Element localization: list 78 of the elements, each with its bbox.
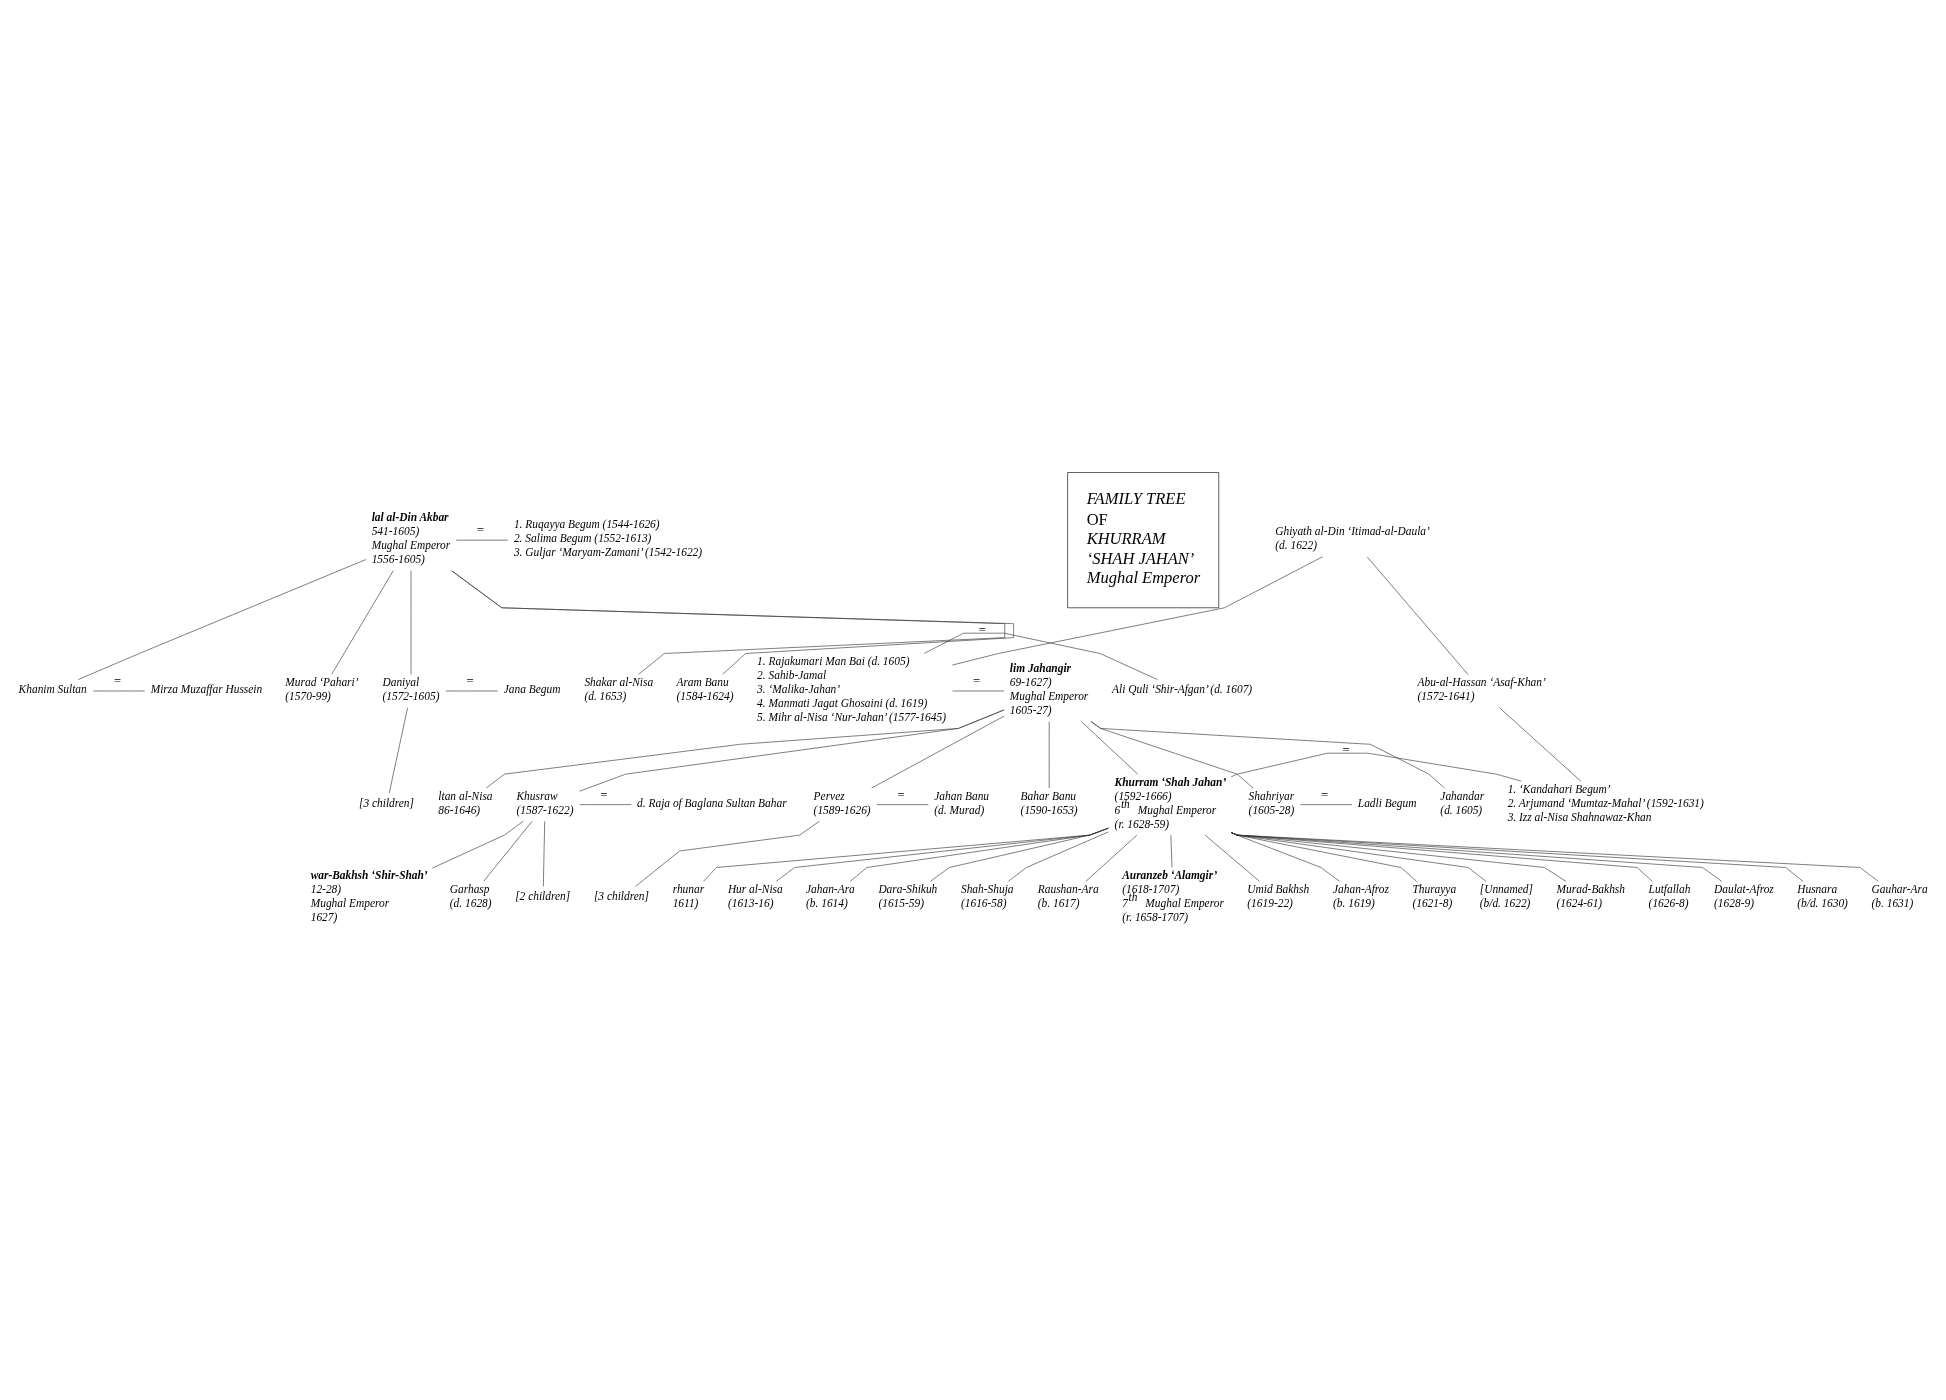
node-text: 1. ‘Kandahari Begum’ 2. Arjumand ‘Mumtaz-Mahal’ (1592-1631) 3. Izz al-Nisa Shahnawaz-Khan xyxy=(1507,782,1704,823)
node-box: FAMILY TREE OF KHURRAM ‘SHAH JAHAN’ Mughal Emperor xyxy=(1067,471,1220,608)
connector xyxy=(703,827,1109,882)
edge-label: = xyxy=(1342,742,1350,757)
node-text: [3 children] xyxy=(593,889,649,902)
node-text: Aram Banu (1584-1624) xyxy=(676,675,734,702)
node-text: Shakar al-Nisa (d. 1653) xyxy=(584,675,654,702)
connector xyxy=(388,706,408,793)
node-text: Murad-Bakhsh (1624-61) xyxy=(1556,882,1625,909)
node-text: lim Jahangir 69-1627) Mughal Emperor 1605-27) xyxy=(1009,661,1089,716)
node-text: Jahan-Afroz (b. 1619) xyxy=(1333,882,1390,909)
node-text: [3 children] xyxy=(358,796,414,809)
connector xyxy=(1008,831,1109,882)
node-text: Mirza Muzaffar Hussein xyxy=(150,682,263,695)
connector xyxy=(871,715,1005,788)
node-text: Khusraw (1587-1622) xyxy=(516,789,574,816)
node-text: Husnara (b/d. 1630) xyxy=(1797,882,1848,909)
edge-label: = xyxy=(466,673,474,688)
edge-label: = xyxy=(1321,787,1329,802)
node-text: Khanim Sultan xyxy=(18,682,87,695)
node-text: Lutfallah (1626-8) xyxy=(1648,882,1691,909)
node-text: Garhasp (d. 1628) xyxy=(449,882,492,909)
node-text: [Unnamed] (b/d. 1622) xyxy=(1479,882,1533,909)
node-text: 1. Rajakumari Man Bai (d. 1605) 2. Sahib-Jamal 3. ‘Malika-Jahan’ 4. Manmati Jagat Ghosaini (d. 1619) 5. Mihr al-Nisa ‘Nur-Jahan’ (1577-1645) xyxy=(757,654,947,723)
node-text: ltan al-Nisa 86-1646) xyxy=(438,789,493,816)
node-text: Daniyal (1572-1605) xyxy=(382,675,440,702)
connector xyxy=(1170,834,1173,868)
node-text: lal al-Din Akbar 541-1605) Mughal Emperor 1556-1605) xyxy=(371,510,451,565)
edge-label: = xyxy=(113,673,122,688)
connector xyxy=(930,827,1109,882)
connector xyxy=(579,709,1005,791)
node-text: war-Bakhsh ‘Shir-Shah’ 12-28) Mughal Emperor 1627) xyxy=(310,868,428,923)
edge-label: = xyxy=(973,673,981,688)
node-text: Ghiyath al-Din ‘Itimad-al-Daula’ (d. 1622) xyxy=(1275,524,1430,551)
node-text: Raushan-Ara (b. 1617) xyxy=(1037,882,1099,909)
edge-label: = xyxy=(600,787,608,802)
edge-label: = xyxy=(476,522,484,537)
node-text: Shahriyar (1605-28) xyxy=(1248,789,1295,816)
connector xyxy=(1366,556,1469,675)
connector xyxy=(1204,834,1260,882)
connector xyxy=(331,569,394,675)
node-text: Jahan Banu (d. Murad) xyxy=(934,789,990,816)
connector xyxy=(432,820,524,868)
node-text: [2 children] xyxy=(515,889,571,902)
node-text: Thurayya (1621-8) xyxy=(1412,882,1457,909)
edge-label: = xyxy=(978,622,986,637)
node-text: Ali Quli ‘Shir-Afgan’ (d. 1607) xyxy=(1112,682,1253,695)
connector xyxy=(543,820,545,887)
node-text: Shah-Shuja (1616-58) xyxy=(960,882,1014,909)
node-text: Jahandar (d. 1605) xyxy=(1440,789,1485,816)
node-text: Umid Bakhsh (1619-22) xyxy=(1247,882,1310,909)
connector xyxy=(849,827,1109,882)
connector xyxy=(1230,752,1522,781)
node-text: Gauhar-Ara (b. 1631) xyxy=(1871,882,1928,909)
connector xyxy=(1499,706,1582,781)
node-text: Jahan-Ara (b. 1614) xyxy=(806,882,855,909)
node-text: Abu-al-Hassan ‘Asaf-Khan’ (1572-1641) xyxy=(1417,675,1546,702)
node-text: Bahar Banu (1590-1653) xyxy=(1020,789,1078,816)
connector xyxy=(1081,720,1138,774)
node-text: Murad ‘Pahari’ (1570-99) xyxy=(285,675,359,702)
node-text: Hur al-Nisa (1613-16) xyxy=(727,882,783,909)
edge-label: = xyxy=(897,787,905,802)
connector xyxy=(78,558,367,680)
node-text: Ladli Begum xyxy=(1357,796,1417,809)
connector xyxy=(952,555,1324,665)
node-text: d. Raja of Baglana Sultan Bahar xyxy=(637,796,787,809)
node-text: Dara-Shikuh (1615-59) xyxy=(878,882,938,909)
connector xyxy=(924,632,1158,680)
connector xyxy=(775,827,1109,882)
node-text: 1. Ruqayya Begum (1544-1626) 2. Salima Begum (1552-1613) 3. Guljar ‘Maryam-Zamani’ (1542-1622) xyxy=(513,517,703,558)
node-text: Pervez (1589-1626) xyxy=(813,789,871,816)
connector xyxy=(1085,834,1138,882)
connector xyxy=(1090,720,1445,788)
node-text: Jana Begum xyxy=(503,682,561,695)
connector xyxy=(635,820,820,887)
node-text: rhunar 1611) xyxy=(672,882,705,909)
connector xyxy=(483,820,533,881)
node-text: Daulat-Afroz (1628-9) xyxy=(1714,882,1774,909)
